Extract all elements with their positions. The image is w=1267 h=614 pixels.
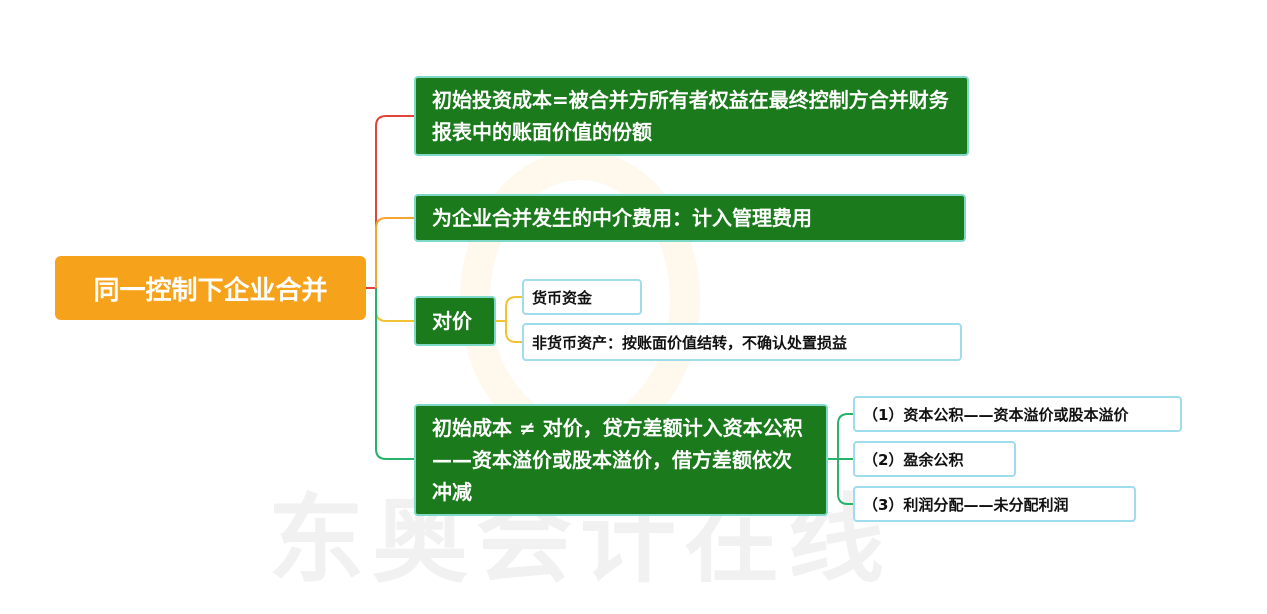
connector-leaf-3-2: [505, 321, 522, 343]
branch-consideration[interactable]: 对价: [414, 296, 496, 346]
leaf-surplus-reserve-label: （2）盈余公积: [863, 450, 964, 469]
connector-leaf-4-1: [828, 413, 853, 460]
connector-leaf-4-3: [837, 459, 853, 505]
branch-cost-difference-label: 初始成本 ≠ 对价，贷方差额计入资本公积——资本溢价或股本溢价，借方差额依次冲减: [432, 416, 803, 504]
connector-branch-2: [375, 217, 414, 288]
connector-branch-3: [375, 288, 414, 322]
leaf-non-monetary-assets[interactable]: 非货币资产：按账面价值结转，不确认处置损益: [522, 323, 962, 361]
root-topic[interactable]: 同一控制下企业合并: [55, 256, 366, 320]
leaf-capital-reserve-label: （1）资本公积——资本溢价或股本溢价: [863, 405, 1129, 424]
leaf-capital-reserve[interactable]: （1）资本公积——资本溢价或股本溢价: [853, 396, 1182, 432]
leaf-monetary-funds-label: 货币资金: [532, 288, 593, 307]
connector-branch-4: [375, 288, 414, 460]
connector-branch-1: [366, 115, 414, 289]
leaf-non-monetary-assets-label: 非货币资产：按账面价值结转，不确认处置损益: [532, 333, 848, 352]
branch-initial-cost-label: 初始投资成本=被合并方所有者权益在最终控制方合并财务报表中的账面价值的份额: [432, 88, 949, 144]
leaf-profit-distribution[interactable]: （3）利润分配——未分配利润: [853, 486, 1136, 522]
connector-leaf-3-1: [496, 296, 522, 322]
branch-consideration-label: 对价: [432, 309, 472, 333]
root-topic-label: 同一控制下企业合并: [93, 275, 328, 306]
branch-intermediary-fees-label: 为企业合并发生的中介费用：计入管理费用: [432, 206, 812, 230]
branch-cost-difference[interactable]: 初始成本 ≠ 对价，贷方差额计入资本公积——资本溢价或股本溢价，借方差额依次冲减: [414, 404, 828, 516]
leaf-profit-distribution-label: （3）利润分配——未分配利润: [863, 495, 1069, 514]
leaf-surplus-reserve[interactable]: （2）盈余公积: [853, 441, 1016, 477]
branch-intermediary-fees[interactable]: 为企业合并发生的中介费用：计入管理费用: [414, 194, 966, 242]
branch-initial-cost[interactable]: 初始投资成本=被合并方所有者权益在最终控制方合并财务报表中的账面价值的份额: [414, 76, 969, 156]
leaf-monetary-funds[interactable]: 货币资金: [522, 279, 642, 315]
